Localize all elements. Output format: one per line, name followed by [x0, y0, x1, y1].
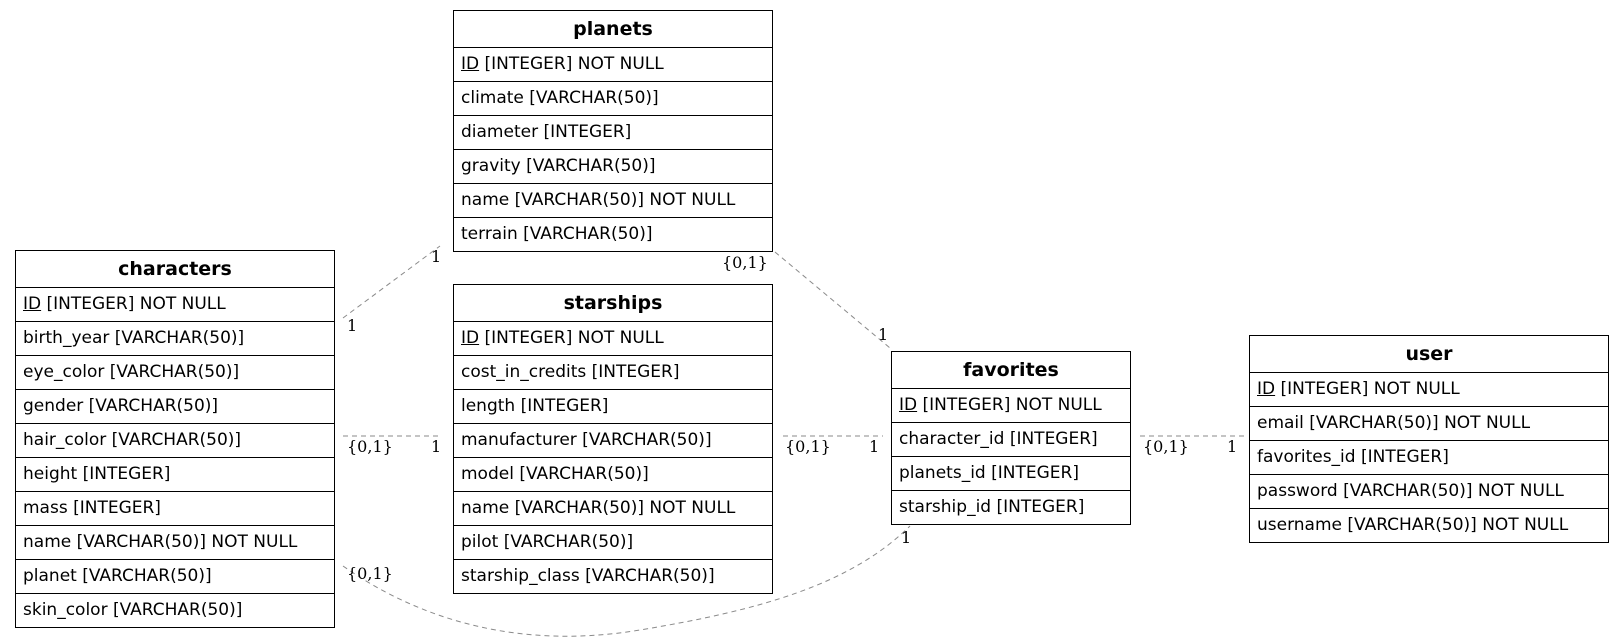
column-row: name [VARCHAR(50)] NOT NULL: [454, 184, 772, 218]
edge-characters-favorites: [342, 525, 911, 637]
column-row: favorites_id [INTEGER]: [1250, 441, 1608, 475]
card-favorites-user-from: {0,1}: [1143, 437, 1189, 456]
column-row: climate [VARCHAR(50)]: [454, 82, 772, 116]
column-row: cost_in_credits [INTEGER]: [454, 356, 772, 390]
column-row: email [VARCHAR(50)] NOT NULL: [1250, 407, 1608, 441]
table-title: starships: [454, 285, 772, 322]
card-planets-favorites-to: 1: [878, 325, 889, 344]
column-row: ID [INTEGER] NOT NULL: [454, 322, 772, 356]
primary-key: ID: [461, 328, 480, 348]
primary-key: ID: [23, 294, 42, 314]
column-row: ID [INTEGER] NOT NULL: [16, 288, 334, 322]
card-starships-favorites-to: 1: [869, 437, 880, 456]
column-type: [INTEGER] NOT NULL: [917, 395, 1102, 415]
column-type: [INTEGER] NOT NULL: [479, 54, 664, 74]
primary-key: ID: [1257, 379, 1276, 399]
table-user[interactable]: user ID [INTEGER] NOT NULL email [VARCHA…: [1249, 335, 1609, 543]
column-row: terrain [VARCHAR(50)]: [461, 224, 653, 244]
primary-key: ID: [899, 395, 918, 415]
table-title: favorites: [892, 352, 1130, 389]
card-characters-planets-to: 1: [431, 247, 442, 266]
column-row: starship_class [VARCHAR(50)]: [461, 566, 715, 586]
card-characters-starships-to: 1: [431, 437, 442, 456]
column-type: [INTEGER] NOT NULL: [41, 294, 226, 314]
column-row: eye_color [VARCHAR(50)]: [16, 356, 334, 390]
column-row: length [INTEGER]: [454, 390, 772, 424]
card-characters-favorites-to: 1: [901, 528, 912, 547]
card-characters-starships-from: {0,1}: [347, 437, 393, 456]
column-row: password [VARCHAR(50)] NOT NULL: [1250, 475, 1608, 509]
column-row: starship_id [INTEGER]: [899, 497, 1085, 517]
table-title: planets: [454, 11, 772, 48]
edge-planets-favorites: [774, 251, 891, 349]
column-row: gender [VARCHAR(50)]: [16, 390, 334, 424]
card-characters-planets-from: 1: [347, 316, 358, 335]
column-row: ID [INTEGER] NOT NULL: [892, 389, 1130, 423]
card-planets-favorites-from: {0,1}: [722, 253, 768, 272]
column-row: name [VARCHAR(50)] NOT NULL: [454, 492, 772, 526]
edge-characters-planets: [342, 245, 441, 319]
primary-key: ID: [461, 54, 480, 74]
column-row: planets_id [INTEGER]: [892, 457, 1130, 491]
column-row: manufacturer [VARCHAR(50)]: [454, 424, 772, 458]
table-starships[interactable]: starships ID [INTEGER] NOT NULL cost_in_…: [453, 284, 773, 594]
table-title: user: [1250, 336, 1608, 373]
column-type: [INTEGER] NOT NULL: [1275, 379, 1460, 399]
column-row: ID [INTEGER] NOT NULL: [454, 48, 772, 82]
column-row: ID [INTEGER] NOT NULL: [1250, 373, 1608, 407]
card-starships-favorites-from: {0,1}: [785, 437, 831, 456]
column-row: name [VARCHAR(50)] NOT NULL: [16, 526, 334, 560]
column-row: mass [INTEGER]: [16, 492, 334, 526]
column-row: birth_year [VARCHAR(50)]: [16, 322, 334, 356]
column-row: gravity [VARCHAR(50)]: [454, 150, 772, 184]
column-row: skin_color [VARCHAR(50)]: [23, 600, 243, 620]
card-favorites-user-to: 1: [1227, 437, 1238, 456]
column-row: diameter [INTEGER]: [454, 116, 772, 150]
column-row: hair_color [VARCHAR(50)]: [16, 424, 334, 458]
column-row: username [VARCHAR(50)] NOT NULL: [1257, 515, 1569, 535]
column-row: character_id [INTEGER]: [892, 423, 1130, 457]
table-title: characters: [16, 251, 334, 288]
column-type: [INTEGER] NOT NULL: [479, 328, 664, 348]
column-row: model [VARCHAR(50)]: [454, 458, 772, 492]
card-characters-favorites-from: {0,1}: [347, 564, 393, 583]
table-planets[interactable]: planets ID [INTEGER] NOT NULL climate [V…: [453, 10, 773, 252]
column-row: pilot [VARCHAR(50)]: [454, 526, 772, 560]
table-characters[interactable]: characters ID [INTEGER] NOT NULL birth_y…: [15, 250, 335, 628]
column-row: height [INTEGER]: [16, 458, 334, 492]
column-row: planet [VARCHAR(50)]: [16, 560, 334, 594]
table-favorites[interactable]: favorites ID [INTEGER] NOT NULL characte…: [891, 351, 1131, 525]
